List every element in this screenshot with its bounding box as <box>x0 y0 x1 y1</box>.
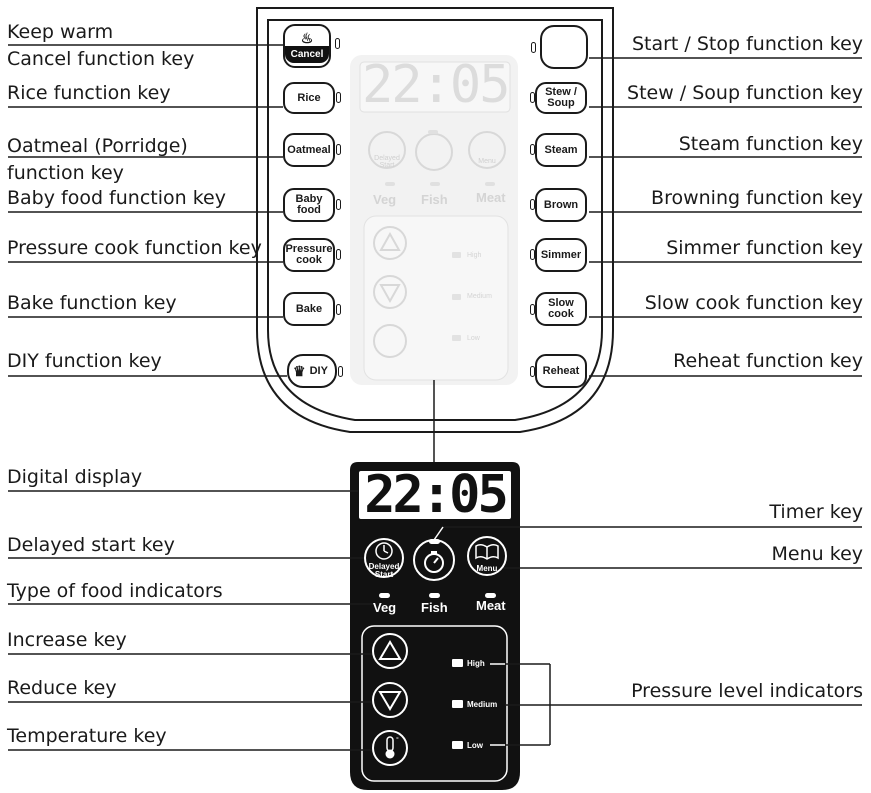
bake-button[interactable]: Bake <box>283 292 335 326</box>
callout-timer: Timer key <box>769 501 863 523</box>
clock-icon <box>375 542 393 560</box>
pressure-high-label: High <box>467 659 485 668</box>
temperature-button[interactable] <box>373 731 407 765</box>
brown-button[interactable]: Brown <box>535 188 587 222</box>
meat-label: Meat <box>476 598 506 613</box>
start-stop-button[interactable] <box>540 25 588 69</box>
callout-digital-display: Digital display <box>7 466 143 488</box>
chef-hat-icon: ♛ <box>293 362 306 379</box>
steam-icon: ♨ <box>300 29 314 46</box>
ghost-delayed-start: Delayed Start <box>374 155 400 169</box>
stopwatch-icon <box>424 551 444 573</box>
ghost-meat: Meat <box>476 190 506 205</box>
oatmeal-button[interactable]: Oatmeal <box>283 133 335 167</box>
svg-text:°: ° <box>396 736 399 744</box>
callout-stew-soup: Stew / Soup function key <box>627 82 863 104</box>
callout-oatmeal: Oatmeal (Porridge) function key <box>7 135 188 184</box>
up-arrow-icon <box>378 640 402 660</box>
diy-label: DIY <box>309 364 328 377</box>
book-icon <box>475 543 499 560</box>
pressure-medium-label: Medium <box>467 700 498 709</box>
keep-warm-cancel-button[interactable]: ♨ Cancel <box>283 24 331 68</box>
callout-keep-warm: Keep warm <box>7 21 114 43</box>
callout-simmer: Simmer function key <box>666 237 863 259</box>
ghost-fish: Fish <box>421 192 448 207</box>
callout-increase: Increase key <box>7 629 127 651</box>
reheat-button[interactable]: Reheat <box>535 354 587 388</box>
ghost-veg: Veg <box>373 192 397 207</box>
callout-menu: Menu key <box>771 543 863 565</box>
thermometer-icon: ° <box>385 736 399 759</box>
reduce-button-ring <box>372 682 408 718</box>
cancel-label: Cancel <box>285 45 329 63</box>
delayed-start-button-ring <box>364 538 404 578</box>
menu-button-ring <box>467 536 507 576</box>
callout-slow-cook: Slow cook function key <box>644 292 863 314</box>
diy-button[interactable]: ♛ DIY <box>287 354 337 388</box>
callout-steam: Steam function key <box>678 133 863 155</box>
callout-baby-food: Baby food function key <box>7 187 226 209</box>
ghost-display: 22:05 <box>362 55 511 115</box>
menu-label: Menu <box>476 564 498 573</box>
ghost-medium: Medium <box>467 293 492 300</box>
increase-button-ring <box>372 633 408 669</box>
down-arrow-icon <box>378 691 402 711</box>
callout-reheat: Reheat function key <box>673 350 863 372</box>
ghost-high: High <box>467 252 482 259</box>
delayed-start-button[interactable] <box>365 539 403 577</box>
timer-button[interactable] <box>414 540 454 580</box>
callout-start-stop: Start / Stop function key <box>631 33 863 55</box>
callout-rice: Rice function key <box>7 82 171 104</box>
veg-label: Veg <box>373 600 397 615</box>
fish-label: Fish <box>421 600 448 615</box>
ghost-low: Low <box>467 335 480 342</box>
digital-display: 22:05 <box>364 465 509 525</box>
delayed-start-label: Delayed Start <box>368 562 400 579</box>
temperature-button-ring <box>372 730 408 766</box>
increase-button[interactable] <box>373 634 407 668</box>
callout-diy: DIY function key <box>7 350 162 372</box>
callout-type-of-food: Type of food indicators <box>7 580 223 602</box>
rice-button[interactable]: Rice <box>283 82 335 114</box>
callout-pressure-levels: Pressure level indicators <box>631 680 863 702</box>
steam-button[interactable]: Steam <box>535 133 587 167</box>
pressure-low-label: Low <box>467 741 483 750</box>
baby-food-button[interactable]: Baby food <box>283 188 335 222</box>
reduce-button[interactable] <box>373 683 407 717</box>
stew-soup-button[interactable]: Stew / Soup <box>535 82 587 114</box>
pressure-cook-button[interactable]: Pressure cook <box>283 238 335 272</box>
callout-delayed-start: Delayed start key <box>7 534 175 556</box>
callout-browning: Browning function key <box>651 187 863 209</box>
callout-reduce: Reduce key <box>7 677 117 699</box>
callout-bake: Bake function key <box>7 292 177 314</box>
callout-temperature: Temperature key <box>7 725 167 747</box>
callout-pressure-cook: Pressure cook function key <box>7 237 262 259</box>
slow-cook-button[interactable]: Slow cook <box>535 292 587 326</box>
callout-cancel: Cancel function key <box>7 48 195 70</box>
menu-button[interactable] <box>468 537 506 575</box>
simmer-button[interactable]: Simmer <box>535 238 587 272</box>
ghost-menu: Menu <box>478 158 496 165</box>
